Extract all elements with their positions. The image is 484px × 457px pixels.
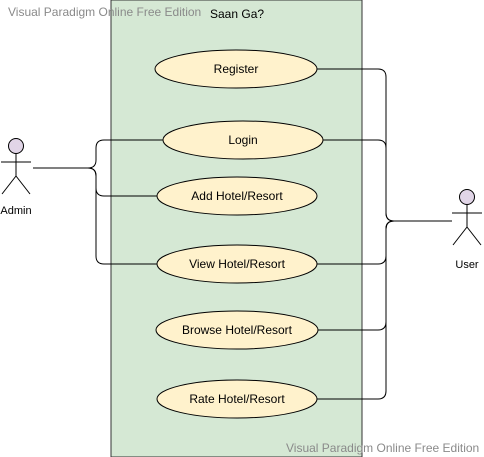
use-case-label: View Hotel/Resort	[189, 257, 285, 271]
actor-right-leg	[15, 175, 31, 195]
use-case-label: Login	[228, 133, 257, 147]
system-title: Saan Ga?	[210, 7, 264, 21]
use-case-browse-hotel: Browse Hotel/Resort	[155, 310, 319, 350]
association-user-login	[323, 139, 452, 222]
actor-label: Admin	[0, 205, 31, 217]
use-case-rate-hotel: Rate Hotel/Resort	[156, 379, 318, 419]
use-case-login: Login	[162, 120, 324, 160]
use-case-ellipse	[154, 49, 318, 89]
use-case-label: Register	[214, 62, 259, 76]
associations-group	[33, 68, 452, 400]
actor-left-leg	[1, 175, 17, 195]
actor-user: User	[452, 189, 482, 271]
watermark-top: Visual Paradigm Online Free Edition	[8, 5, 202, 19]
use-case-ellipse	[156, 176, 318, 216]
use-case-ellipse	[155, 310, 319, 350]
use-case-view-hotel: View Hotel/Resort	[156, 244, 318, 284]
use-case-label: Rate Hotel/Resort	[189, 392, 285, 406]
use-case-label: Add Hotel/Resort	[191, 189, 283, 203]
association-admin-view-hotel	[33, 167, 157, 265]
watermark-bottom: Visual Paradigm Online Free Edition	[286, 441, 480, 455]
use-case-ellipse	[156, 379, 318, 419]
use-case-ellipse	[156, 244, 318, 284]
use-case-ellipse	[162, 120, 324, 160]
association-user-rate-hotel	[317, 220, 452, 400]
actor-label: User	[455, 259, 479, 271]
use-case-add-hotel: Add Hotel/Resort	[156, 176, 318, 216]
use-case-register: Register	[154, 49, 318, 89]
actor-right-leg	[466, 226, 482, 246]
actor-left-leg	[452, 226, 468, 246]
association-admin-login	[33, 139, 163, 169]
use-case-label: Browse Hotel/Resort	[182, 323, 293, 337]
actor-admin: Admin	[0, 138, 32, 217]
actor-head	[8, 138, 24, 154]
actor-head	[459, 189, 475, 205]
